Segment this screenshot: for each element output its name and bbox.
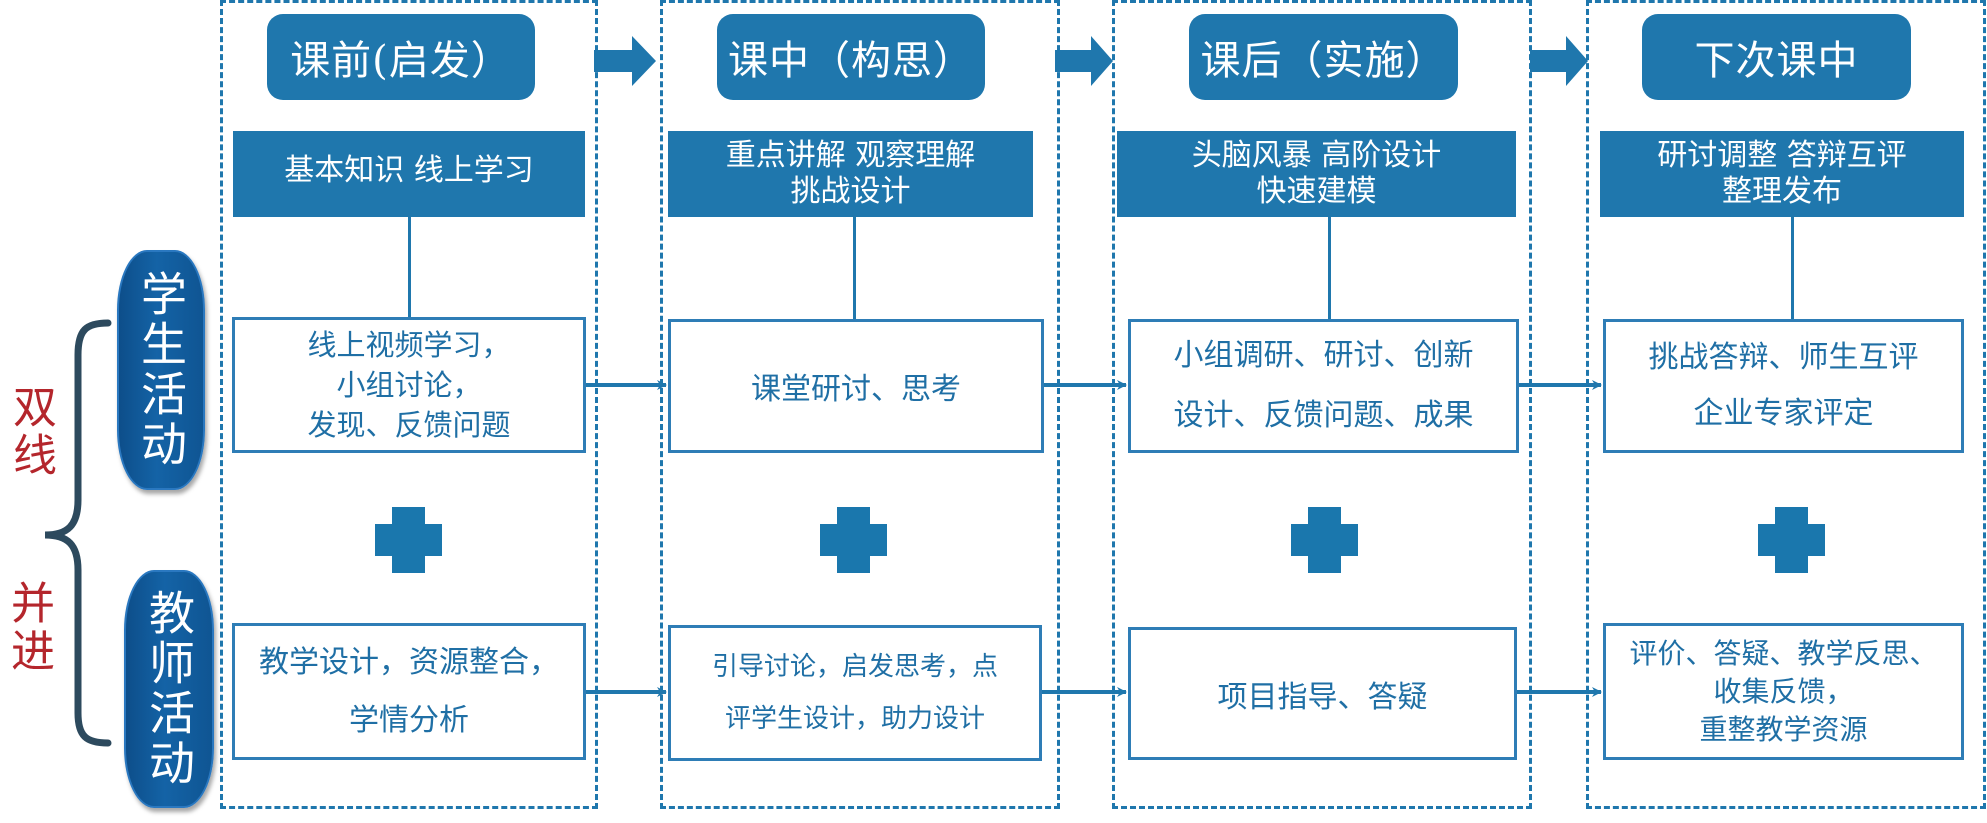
connector-line [853, 217, 856, 319]
teacher-activity-box-pre-class: 教学设计，资源整合， 学情分析 [232, 623, 586, 760]
teacher-activity-text: 教学设计，资源整合， 学情分析 [259, 644, 559, 738]
plus-icon [1758, 507, 1825, 573]
teacher-activity-box-next-class: 评价、答疑、教学反思、 收集反馈， 重整教学资源 [1603, 623, 1964, 760]
connector-line [1328, 217, 1331, 319]
stage-summary-post-class: 头脑风暴 高阶设计 快速建模 [1117, 131, 1516, 217]
student-activity-box-in-class: 课堂研讨、思考 [668, 319, 1044, 453]
stage-title-pre-class: 课前(启发） [267, 14, 535, 100]
student-activity-label: 学生活动 [134, 270, 188, 470]
stage-arrow-icon [1055, 36, 1113, 86]
stage-summary-text: 头脑风暴 高阶设计 快速建模 [1191, 138, 1442, 209]
side-label-dual-line: 双线 [4, 384, 56, 480]
student-activity-text: 小组调研、研讨、创新 设计、反馈问题、成果 [1173, 338, 1474, 433]
connector-line [1791, 217, 1794, 319]
stage-summary-next-class: 研讨调整 答辩互评 整理发布 [1600, 131, 1964, 217]
plus-icon [1291, 507, 1358, 573]
stage-column-post-class [1112, 0, 1532, 809]
stage-arrow-icon [1530, 36, 1588, 86]
stage-arrow-icon [594, 36, 656, 86]
student-activity-text: 课堂研讨、思考 [751, 372, 961, 407]
stage-summary-text: 基本知识 线上学习 [284, 153, 534, 188]
stage-summary-text: 研讨调整 答辩互评 整理发布 [1657, 138, 1907, 209]
stage-title-text: 课前(启发） [290, 38, 512, 84]
student-activity-box-post-class: 小组调研、研讨、创新 设计、反馈问题、成果 [1128, 319, 1519, 453]
side-label-bottom-text: 并进 [3, 580, 54, 676]
stage-column-in-class [660, 0, 1060, 809]
teacher-activity-text: 项目指导、答疑 [1217, 679, 1428, 715]
side-label-parallel: 并进 [2, 580, 54, 676]
stage-title-next-class: 下次课中 [1642, 14, 1911, 100]
stage-column-pre-class [220, 0, 598, 809]
stage-column-next-class [1586, 0, 1986, 809]
stage-summary-pre-class: 基本知识 线上学习 [233, 131, 585, 217]
stage-title-text: 下次课中 [1694, 38, 1859, 84]
stage-title-text: 课后（实施） [1200, 38, 1447, 84]
student-activity-text: 挑战答辩、师生互评 企业专家评定 [1648, 340, 1919, 431]
stage-title-text: 课中（构思） [728, 38, 974, 84]
student-activity-pill: 学生活动 [117, 250, 205, 490]
connector-line [408, 217, 411, 319]
stage-title-post-class: 课后（实施） [1189, 14, 1458, 100]
teacher-activity-text: 评价、答疑、教学反思、 收集反馈， 重整教学资源 [1629, 636, 1938, 746]
stage-summary-text: 重点讲解 观察理解 挑战设计 [725, 138, 976, 209]
student-activity-box-pre-class: 线上视频学习， 小组讨论， 发现、反馈问题 [232, 317, 586, 453]
curly-brace-icon [44, 319, 112, 747]
teacher-activity-label: 教师活动 [142, 589, 196, 789]
side-label-top-text: 双线 [5, 384, 56, 480]
stage-summary-in-class: 重点讲解 观察理解 挑战设计 [668, 131, 1033, 217]
student-activity-box-next-class: 挑战答辩、师生互评 企业专家评定 [1603, 319, 1964, 453]
plus-icon [375, 507, 442, 573]
teacher-activity-text: 引导讨论，启发思考，点 评学生设计，助力设计 [711, 652, 998, 734]
plus-icon [820, 507, 887, 573]
teacher-activity-pill: 教师活动 [124, 570, 214, 808]
teacher-activity-box-in-class: 引导讨论，启发思考，点 评学生设计，助力设计 [668, 625, 1042, 761]
teacher-activity-box-post-class: 项目指导、答疑 [1128, 627, 1517, 760]
stage-title-in-class: 课中（构思） [717, 14, 985, 100]
student-activity-text: 线上视频学习， 小组讨论， 发现、反馈问题 [307, 328, 511, 442]
